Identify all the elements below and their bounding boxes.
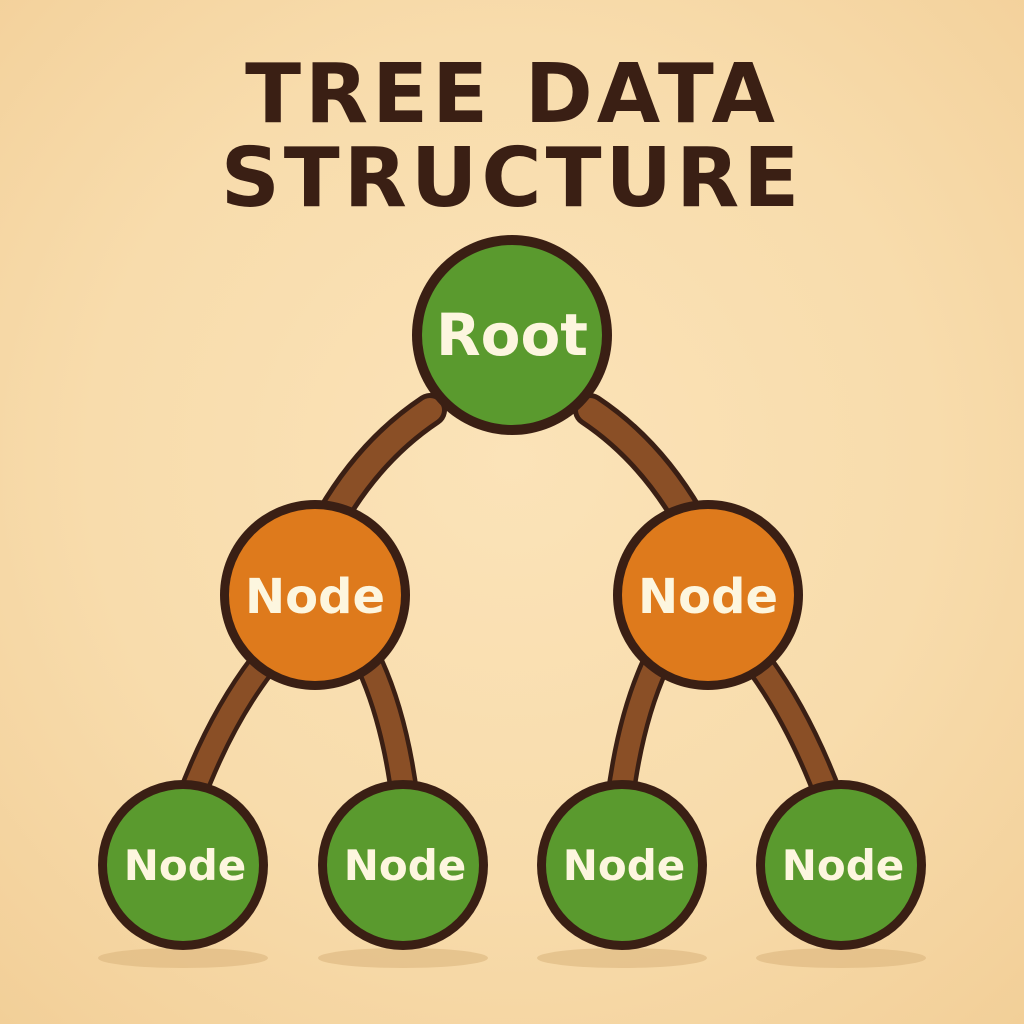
internal-node-right-circle xyxy=(622,509,794,681)
leaf-node-1-label: Node xyxy=(124,841,247,890)
internal-node-left: Node xyxy=(220,500,410,690)
leaf-shadow xyxy=(756,948,926,968)
leaf-shadows xyxy=(98,948,926,968)
leaf-node-2-label: Node xyxy=(344,841,467,890)
leaf-node-2: Node xyxy=(318,780,488,950)
leaf-shadow xyxy=(537,948,707,968)
leaf-node-1: Node xyxy=(98,780,268,950)
branch-left-leaf1 xyxy=(179,654,273,811)
internal-node-right-label: Node xyxy=(638,569,778,625)
leaf-shadow xyxy=(318,948,488,968)
leaf-node-1-circle xyxy=(107,789,259,941)
leaf-node-3-label: Node xyxy=(563,841,686,890)
branch-root-right xyxy=(578,398,702,532)
root-node-label: Root xyxy=(436,301,588,369)
internal-node-left-label: Node xyxy=(245,569,385,625)
branch-root-left xyxy=(318,398,442,532)
leaf-node-2-circle xyxy=(327,789,479,941)
diagram-title-line-2: STRUCTURE xyxy=(220,131,804,226)
internal-node-left-circle xyxy=(229,509,401,681)
leaf-node-4: Node xyxy=(756,780,926,950)
leaf-node-4-label: Node xyxy=(782,841,905,890)
root-node: Root xyxy=(412,235,612,435)
diagram-title-line-1: TREE DATA xyxy=(245,47,779,142)
leaf-node-3: Node xyxy=(537,780,707,950)
leaf-node-4-circle xyxy=(765,789,917,941)
leaf-node-3-circle xyxy=(546,789,698,941)
internal-node-right: Node xyxy=(613,500,803,690)
branch-right-leaf2 xyxy=(749,654,841,811)
leaf-shadow xyxy=(98,948,268,968)
root-node-circle xyxy=(422,245,602,425)
